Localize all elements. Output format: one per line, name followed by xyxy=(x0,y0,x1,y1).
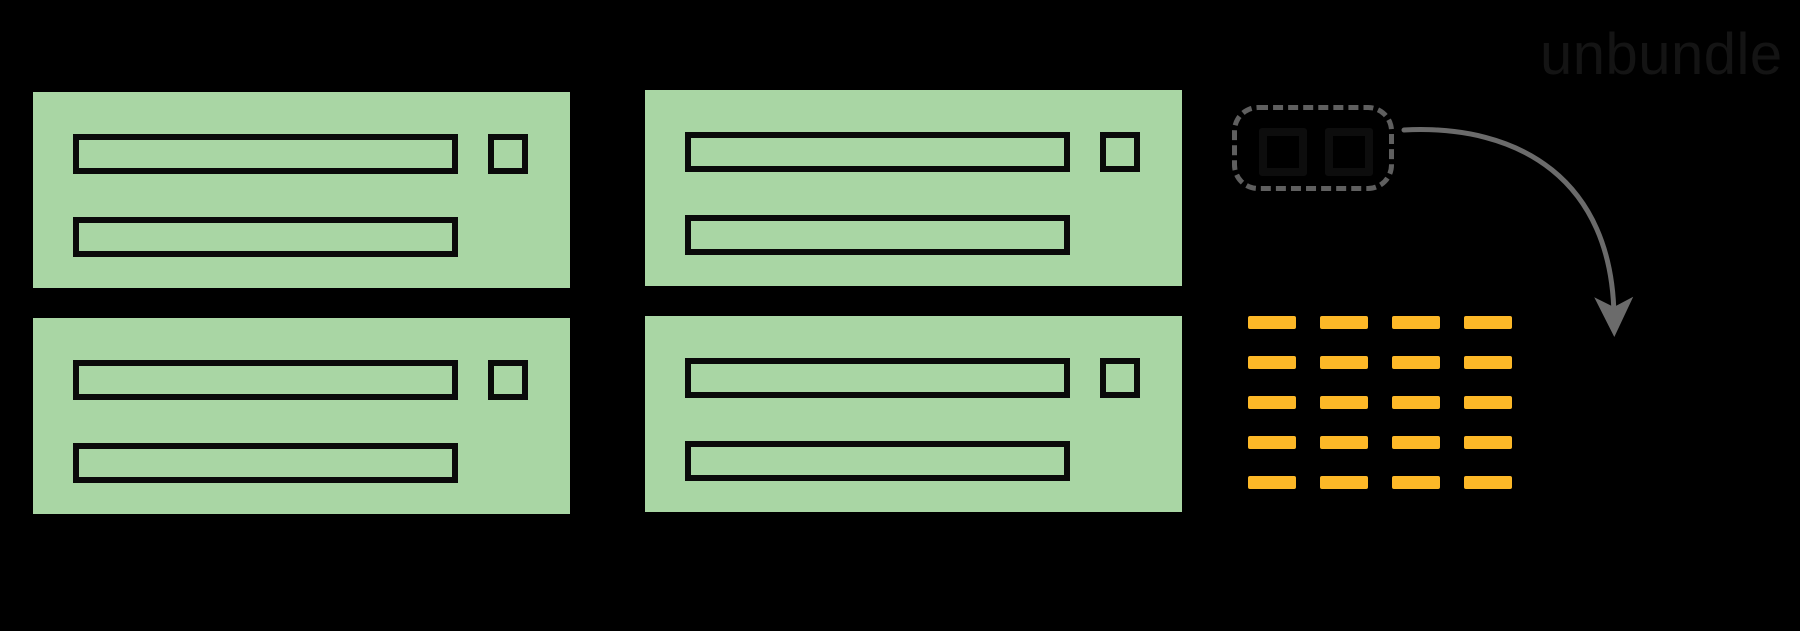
atom-unit xyxy=(1464,316,1512,329)
atom-unit xyxy=(1248,396,1296,409)
atom-unit xyxy=(1320,356,1368,369)
atom-unit xyxy=(1248,356,1296,369)
unbundle-caption: unbundle xyxy=(1540,22,1783,87)
atom-unit xyxy=(1320,436,1368,449)
atom-unit xyxy=(1320,396,1368,409)
atom-unit xyxy=(1248,436,1296,449)
card-bar-1 xyxy=(685,358,1070,398)
card-square-icon xyxy=(1100,132,1140,172)
unbundled-selection-group[interactable] xyxy=(1232,105,1394,191)
atom-unit xyxy=(1464,356,1512,369)
card-bar-2 xyxy=(685,441,1070,481)
card-bar-2 xyxy=(685,215,1070,255)
unbundled-atoms-grid xyxy=(1248,316,1536,516)
atom-unit xyxy=(1392,356,1440,369)
card-square-icon xyxy=(488,134,528,174)
bundle-card-4[interactable] xyxy=(645,316,1182,512)
unbundled-square-2-icon[interactable] xyxy=(1325,128,1373,176)
card-bar-2 xyxy=(73,443,458,483)
bundle-card-2[interactable] xyxy=(645,90,1182,286)
atom-unit xyxy=(1464,476,1512,489)
unbundled-square-1-icon[interactable] xyxy=(1259,128,1307,176)
card-bar-1 xyxy=(73,360,458,400)
atom-unit xyxy=(1392,436,1440,449)
atom-unit xyxy=(1248,316,1296,329)
atom-unit xyxy=(1392,476,1440,489)
bundle-card-1[interactable] xyxy=(33,92,570,288)
atom-unit xyxy=(1392,316,1440,329)
card-bar-2 xyxy=(73,217,458,257)
atom-unit xyxy=(1464,396,1512,409)
atom-unit xyxy=(1464,436,1512,449)
bundle-card-3[interactable] xyxy=(33,318,570,514)
card-bar-1 xyxy=(73,134,458,174)
atom-unit xyxy=(1320,476,1368,489)
atom-unit xyxy=(1248,476,1296,489)
card-square-icon xyxy=(1100,358,1140,398)
atom-unit xyxy=(1392,396,1440,409)
card-bar-1 xyxy=(685,132,1070,172)
atom-unit xyxy=(1320,316,1368,329)
card-square-icon xyxy=(488,360,528,400)
